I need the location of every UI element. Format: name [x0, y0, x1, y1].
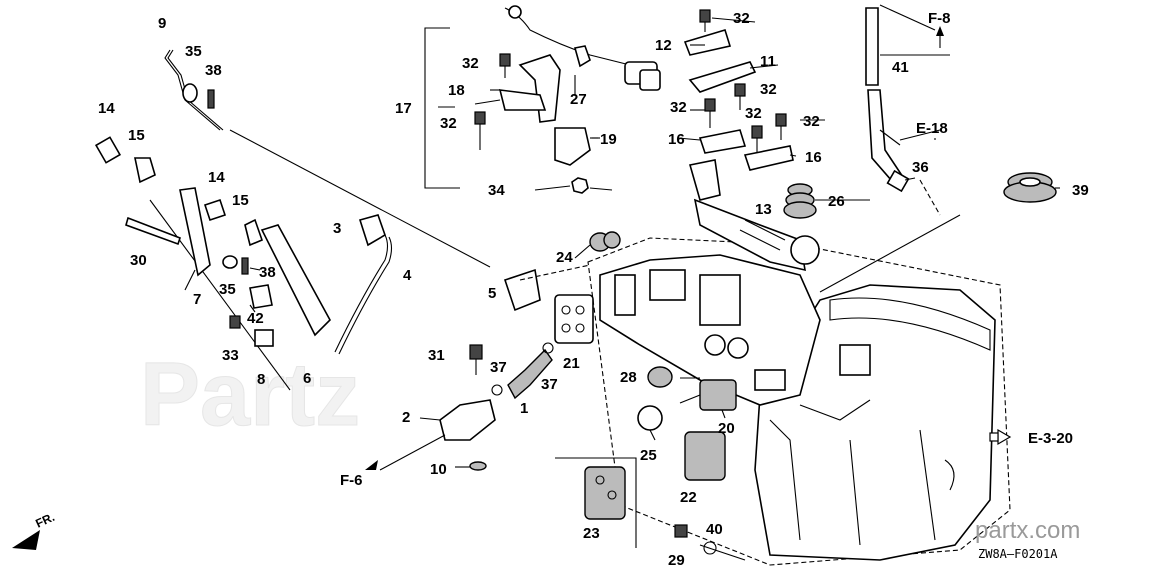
- part-labels: 1 2 3 4 5 6 7 8 9 10 11 12 13 14 14 15 1…: [98, 10, 1089, 569]
- label-40: 40: [706, 521, 723, 538]
- label-14a: 14: [98, 100, 115, 117]
- label-36: 36: [912, 159, 929, 176]
- label-33: 33: [222, 347, 239, 364]
- grommet-26: [783, 183, 817, 219]
- label-32e: 32: [670, 99, 687, 116]
- ref-e18: E-18: [916, 120, 948, 137]
- label-32g: 32: [803, 113, 820, 130]
- ref-e320: E-3-20: [1028, 430, 1073, 447]
- reference-arrows: [12, 26, 1012, 550]
- label-39: 39: [1072, 182, 1089, 199]
- fittings: [379, 264, 594, 471]
- label-5: 5: [488, 285, 496, 302]
- ref-f8: F-8: [928, 10, 951, 27]
- label-32b: 32: [462, 55, 479, 72]
- label-32f: 32: [745, 105, 762, 122]
- label-34: 34: [488, 182, 505, 199]
- label-15a: 15: [128, 127, 145, 144]
- ref-fr: FR.: [33, 510, 56, 531]
- label-16a: 16: [668, 131, 685, 148]
- ref-f6: F-6: [340, 472, 363, 489]
- label-38a: 38: [205, 62, 222, 79]
- label-12: 12: [655, 37, 672, 54]
- label-4: 4: [403, 267, 412, 284]
- label-2: 2: [402, 409, 410, 426]
- label-14b: 14: [208, 169, 225, 186]
- label-35a: 35: [185, 43, 202, 60]
- label-25: 25: [640, 447, 657, 464]
- watermark: Partz: [140, 345, 360, 445]
- bracket-assembly: [424, 5, 661, 194]
- label-24: 24: [556, 249, 573, 266]
- label-32d: 32: [760, 81, 777, 98]
- label-30: 30: [130, 252, 147, 269]
- label-32a: 32: [733, 10, 750, 27]
- grommets: [555, 231, 746, 561]
- label-18: 18: [448, 82, 465, 99]
- bolts-32: [474, 9, 787, 152]
- label-16b: 16: [805, 149, 822, 166]
- label-41: 41: [892, 59, 909, 76]
- label-38b: 38: [259, 264, 276, 281]
- linkage-assembly: [94, 49, 491, 391]
- label-13: 13: [755, 201, 772, 218]
- label-29: 29: [668, 552, 685, 569]
- label-17: 17: [395, 100, 412, 117]
- label-1b: 1: [520, 400, 528, 417]
- leader-lines: [184, 17, 1060, 468]
- label-26: 26: [828, 193, 845, 210]
- label-23: 23: [583, 525, 600, 542]
- label-22: 22: [680, 489, 697, 506]
- grommet-39: [1003, 172, 1057, 203]
- label-19: 19: [600, 131, 617, 148]
- label-6: 6: [303, 370, 311, 387]
- oil-case-assembly: [587, 237, 1011, 566]
- label-31: 31: [428, 347, 445, 364]
- label-42: 42: [247, 310, 264, 327]
- label-35b: 35: [219, 281, 236, 298]
- label-20: 20: [718, 420, 735, 437]
- brand-mark: partx.com: [975, 517, 1080, 544]
- label-32c: 32: [440, 115, 457, 132]
- diagram-code: ZW8A—F0201A: [978, 547, 1058, 561]
- label-10: 10: [430, 461, 447, 478]
- label-15b: 15: [232, 192, 249, 209]
- label-8: 8: [257, 371, 265, 388]
- label-37b: 37: [541, 376, 558, 393]
- label-28: 28: [620, 369, 637, 386]
- label-27: 27: [570, 91, 587, 108]
- label-3: 3: [333, 220, 341, 237]
- label-7: 7: [193, 291, 201, 308]
- label-21: 21: [563, 355, 580, 372]
- plates: [683, 29, 794, 171]
- label-9: 9: [158, 15, 166, 32]
- hose-41: [819, 4, 961, 293]
- shaft-13: [688, 159, 820, 272]
- label-11: 11: [760, 53, 776, 70]
- label-37a: 37: [490, 359, 507, 376]
